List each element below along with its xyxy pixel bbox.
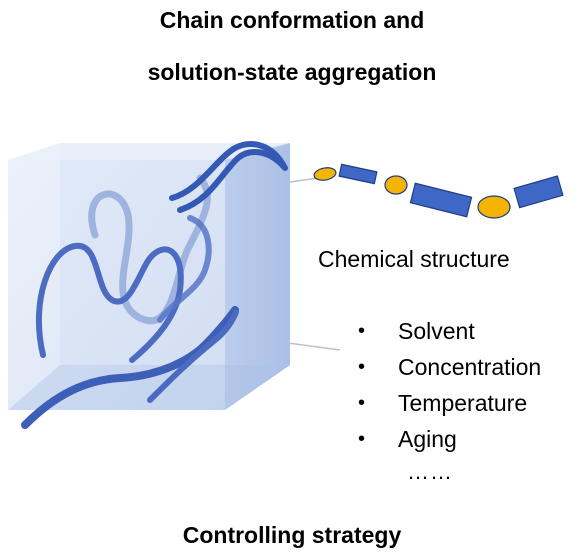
bullet-icon: • [358,356,366,378]
factor-label: Temperature [398,390,528,416]
chain-right [157,215,212,323]
chain-lower [21,306,239,429]
chemical-structure-units [313,163,564,219]
controlling-strategy-label: Controlling strategy [182,522,402,548]
title-line-2: solution-state aggregation [147,59,437,85]
more-factors-ellipsis: …… [407,459,453,484]
leader-line-chem [289,177,319,183]
chemical-structure-label: Chemical structure [318,246,510,272]
factor-label: Aging [398,426,457,452]
cube-side-face [225,143,290,410]
factor-item: • Solvent [354,313,541,349]
ellipse-unit-3 [477,195,511,219]
factor-item: • Concentration [354,349,541,385]
cube-front-face [8,160,225,410]
leader-line-factors [287,342,341,351]
bullet-icon: • [358,320,366,342]
ellipse-unit-1 [313,167,337,181]
rect-unit-1 [338,163,378,185]
factor-item: • Temperature [354,385,541,421]
rect-unit-3 [513,175,564,209]
factor-label: Solvent [398,318,475,344]
cube-top-face [8,143,290,160]
factor-label: Concentration [398,354,542,380]
polymer-chains [21,141,288,429]
bullet-icon: • [358,428,366,450]
chain-upper [169,141,288,213]
bullet-icon: • [358,392,366,414]
chain-lower-branch [147,309,239,403]
ellipse-unit-2 [384,175,408,195]
chain-pale-loop [88,174,211,325]
factor-item: • Aging [354,421,541,457]
title-line-1: Chain conformation and [159,7,425,33]
rect-unit-2 [409,182,473,218]
factors-list: • Solvent • Concentration • Temperature • Ag… [354,313,541,457]
